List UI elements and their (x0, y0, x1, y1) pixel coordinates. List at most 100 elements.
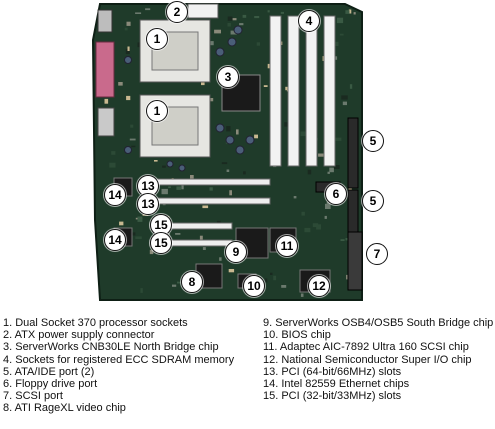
pcb-component (104, 98, 109, 104)
callout-15-pci32-b: 15 (150, 232, 172, 254)
callout-2-power: 2 (166, 1, 188, 23)
pcb-component (227, 16, 233, 21)
callout-5-ide-bottom: 5 (362, 190, 384, 212)
legend-item: 4. Sockets for registered ECC SDRAM memo… (3, 353, 235, 366)
pcb-component (221, 162, 228, 165)
pcb-component (348, 187, 352, 190)
legend-item: 13. PCI (64-bit/66MHz) slots (263, 365, 402, 378)
legend-item: 9. ServerWorks OSB4/OSB5 South Bridge ch… (263, 317, 494, 329)
pcb-component (326, 201, 331, 206)
pcb-component (154, 160, 158, 162)
pcb-component (334, 56, 338, 60)
pcb-component (118, 82, 123, 86)
dimm-slot-2 (287, 15, 300, 167)
pcb-component (145, 8, 151, 11)
pcb-component (199, 235, 203, 241)
pcb-component (301, 211, 305, 216)
pcb-component (227, 23, 231, 27)
pcb-component (129, 138, 136, 141)
legend-item: 12. National Semiconductor Super I/O chi… (263, 353, 472, 366)
dimm-slot-1 (269, 15, 282, 167)
pcb-component (135, 12, 142, 14)
callout-8-video-chip: 8 (181, 271, 203, 293)
pcb-component (325, 203, 331, 209)
pcb-component (342, 101, 347, 106)
dimm-slot-3 (305, 15, 318, 167)
pcb-component (332, 41, 339, 46)
pcb-component (293, 196, 297, 199)
pcb-component (126, 21, 131, 26)
pcb-component (264, 278, 268, 283)
pcb-component (300, 131, 306, 137)
pcb-component (242, 14, 247, 18)
pcb-component (228, 269, 235, 273)
pcb-component (229, 190, 232, 196)
pcb-component (316, 224, 321, 230)
pcb-component (335, 137, 342, 141)
pcb-component (348, 9, 352, 14)
pcb-component (270, 272, 273, 275)
pcb-component (137, 216, 143, 222)
pcb-component (281, 285, 287, 288)
pcb-component (181, 185, 184, 190)
callout-9-south-bridge: 9 (225, 241, 247, 263)
pcb-component (307, 169, 312, 175)
callout-10-bios-chip: 10 (243, 275, 265, 297)
pcb-component (300, 293, 304, 297)
pcb-component (327, 171, 330, 174)
pcb-component (209, 187, 213, 191)
pcb-component (162, 165, 166, 168)
pcb-component (168, 186, 171, 188)
legend-item: 6. Floppy drive port (3, 378, 98, 391)
io-port-parallel (95, 41, 115, 98)
pcb-component (236, 129, 239, 135)
legend-item: 8. ATI RageXL video chip (3, 402, 126, 415)
pcb-component (219, 257, 222, 261)
scsi-port (347, 231, 363, 291)
pcb-component (256, 42, 260, 46)
legend-item: 2. ATX power supply connector (3, 329, 155, 342)
callout-12-super-io: 12 (308, 275, 330, 297)
pcb-component (349, 84, 353, 89)
pcb-component (126, 95, 131, 101)
pcb-component (243, 171, 246, 175)
pcb-component (254, 16, 260, 19)
motherboard-diagram: 2 1 4 3 1 5 13 6 14 13 5 15 14 15 11 9 7… (91, 1, 388, 301)
pcb-component (125, 48, 130, 54)
callout-11-scsi-chip: 11 (276, 235, 298, 257)
pcb-component (280, 11, 284, 14)
pcb-component (175, 233, 181, 235)
pcb-component (312, 223, 319, 228)
pcb-component (336, 17, 344, 24)
pcb-component (341, 95, 348, 100)
callout-6-floppy: 6 (325, 183, 347, 205)
legend-item: 5. ATA/IDE port (2) (3, 365, 95, 378)
pcb-component (135, 236, 142, 239)
pcb-component (177, 281, 183, 284)
pcb-component (226, 169, 230, 172)
pcb-component (332, 165, 340, 169)
ide-port-1 (347, 117, 359, 189)
pcb-component (130, 124, 134, 128)
pcb-component (214, 29, 221, 34)
pcb-component (345, 10, 350, 14)
dimm-slot-4 (323, 15, 336, 167)
legend-item: 15. PCI (32-bit/33MHz) slots (263, 390, 402, 403)
pcb-component (149, 249, 154, 255)
pcb-component (263, 85, 268, 87)
atx-power-connector (187, 3, 219, 19)
callout-1-socket-bottom: 1 (146, 100, 168, 122)
legend-item: 14. Intel 82559 Ethernet chips (263, 378, 410, 391)
pcb-component (239, 23, 244, 26)
pcb-component (109, 162, 116, 168)
pcb-component (232, 18, 237, 21)
legend-column-left: 1. Dual Socket 370 processor sockets 2. … (3, 317, 258, 415)
pcb-component (226, 126, 231, 132)
legend-item: 3. ServerWorks CNB30LE North Bridge chip (3, 341, 219, 354)
pcb-component (119, 221, 124, 226)
pcb-component (353, 12, 356, 15)
callout-15-pci32-a: 15 (150, 214, 172, 236)
pcb-component (127, 46, 130, 51)
callout-4-dimm: 4 (298, 10, 320, 32)
pcb-component (273, 275, 277, 281)
